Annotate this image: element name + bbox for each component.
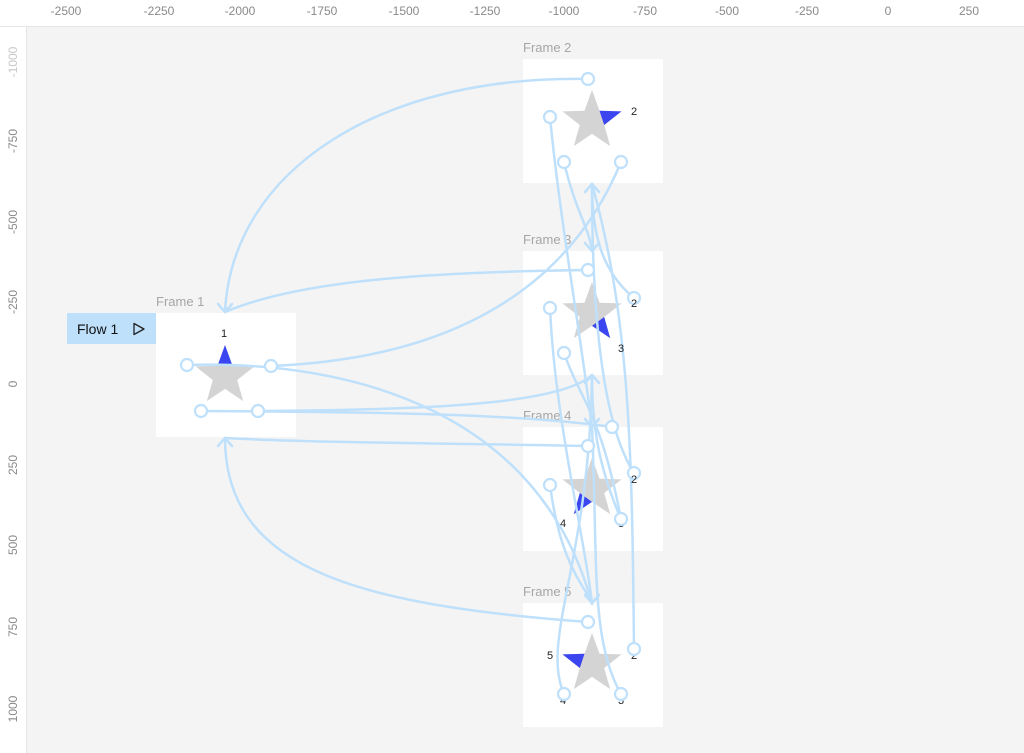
ruler-tick: 0 bbox=[6, 380, 20, 388]
connector[interactable] bbox=[223, 77, 590, 314]
connector[interactable] bbox=[223, 268, 590, 314]
flow-connectors bbox=[185, 77, 636, 696]
connector[interactable] bbox=[590, 182, 636, 651]
ruler-tick: 0 bbox=[884, 4, 892, 18]
frame-4-point-number: 4 bbox=[560, 518, 567, 530]
frame-3-star bbox=[562, 282, 622, 339]
flow-label: Flow 1 bbox=[77, 320, 119, 337]
frame-2-label[interactable]: Frame 2 bbox=[523, 40, 572, 55]
star-highlight bbox=[599, 110, 622, 125]
star-highlight bbox=[592, 317, 611, 339]
ruler-tick: -1000 bbox=[548, 4, 580, 18]
ruler-tick: -500 bbox=[714, 4, 740, 18]
frame-1-point-number: 1 bbox=[221, 328, 228, 340]
connector[interactable] bbox=[223, 436, 590, 448]
hotspot-handle[interactable] bbox=[613, 511, 629, 527]
hotspot-handle[interactable] bbox=[556, 686, 572, 702]
connector[interactable] bbox=[185, 363, 594, 606]
ruler-tick: 250 bbox=[6, 454, 20, 476]
connector[interactable] bbox=[548, 115, 594, 429]
hotspot-handles bbox=[179, 71, 642, 702]
hotspot-handle[interactable] bbox=[580, 438, 596, 454]
ruler-tick: -750 bbox=[6, 128, 20, 154]
ruler-tick: -2500 bbox=[50, 4, 82, 18]
frame-2-star bbox=[562, 90, 622, 147]
hotspot-handle[interactable] bbox=[613, 686, 629, 702]
ruler-tick: -250 bbox=[6, 289, 20, 315]
ruler-tick: -1750 bbox=[306, 4, 338, 18]
hotspot-handle[interactable] bbox=[179, 357, 195, 373]
connector[interactable] bbox=[590, 425, 623, 696]
ruler-tick: 1000 bbox=[6, 695, 20, 723]
hotspot-handle[interactable] bbox=[580, 262, 596, 278]
ruler-tick: -1250 bbox=[469, 4, 501, 18]
hotspot-handle[interactable] bbox=[626, 641, 642, 657]
ruler-tick: -750 bbox=[632, 4, 658, 18]
hotspot-handle[interactable] bbox=[580, 71, 596, 87]
ruler-tick: 500 bbox=[6, 534, 20, 556]
connector[interactable] bbox=[590, 182, 636, 475]
hotspot-handle[interactable] bbox=[542, 477, 558, 493]
ruler-tick: 250 bbox=[958, 4, 980, 18]
frame-5-point-number: 5 bbox=[547, 650, 554, 662]
frame-3-point-number: 2 bbox=[631, 298, 638, 310]
ruler-left: -1000 -750 -500 -250 0 250 500 750 1000 bbox=[0, 0, 27, 753]
ruler-tick: -2250 bbox=[143, 4, 175, 18]
connector[interactable] bbox=[256, 373, 594, 413]
frame-3-point-number: 3 bbox=[618, 343, 625, 355]
hotspot-handle[interactable] bbox=[556, 345, 572, 361]
hotspot-handle[interactable] bbox=[613, 154, 629, 170]
connector[interactable] bbox=[548, 306, 594, 605]
hotspot-handle[interactable] bbox=[250, 403, 266, 419]
hotspot-handle[interactable] bbox=[193, 403, 209, 419]
hotspot-handle[interactable] bbox=[604, 419, 620, 435]
hotspot-handle[interactable] bbox=[626, 465, 642, 481]
hotspot-handle[interactable] bbox=[542, 300, 558, 316]
ruler-tick: -2000 bbox=[224, 4, 256, 18]
frame-4-point-number: 2 bbox=[631, 474, 638, 486]
frame-5-label[interactable]: Frame 5 bbox=[523, 584, 572, 599]
frame-2-point-number: 2 bbox=[631, 106, 638, 118]
arrowheads bbox=[216, 182, 601, 605]
ruler-top: -2500 -2250 -2000 -1750 -1500 -1250 -100… bbox=[0, 0, 1024, 27]
hotspot-handle[interactable] bbox=[542, 109, 558, 125]
hotspot-handle[interactable] bbox=[580, 614, 596, 630]
ruler-corner bbox=[0, 0, 26, 26]
hotspot-handle[interactable] bbox=[263, 358, 279, 374]
connector[interactable] bbox=[223, 436, 590, 624]
star-highlight bbox=[562, 653, 585, 668]
star-highlight bbox=[217, 345, 233, 366]
connector[interactable] bbox=[548, 483, 594, 605]
flow-start-badge[interactable]: Flow 1 bbox=[67, 313, 156, 344]
ruler-tick: -250 bbox=[794, 4, 820, 18]
frame-5-star bbox=[562, 633, 622, 690]
ruler-tick: -1500 bbox=[388, 4, 420, 18]
ruler-tick: -1000 bbox=[6, 46, 20, 78]
hotspot-handle[interactable] bbox=[556, 154, 572, 170]
hotspot-handle[interactable] bbox=[626, 290, 642, 306]
frame-3-label[interactable]: Frame 3 bbox=[523, 232, 572, 247]
frame-1-label[interactable]: Frame 1 bbox=[156, 294, 205, 309]
frame-1-star bbox=[195, 345, 255, 402]
ruler-tick: 750 bbox=[6, 616, 20, 638]
play-icon[interactable] bbox=[132, 322, 146, 336]
connector[interactable] bbox=[562, 160, 594, 253]
ruler-tick: -500 bbox=[6, 209, 20, 235]
